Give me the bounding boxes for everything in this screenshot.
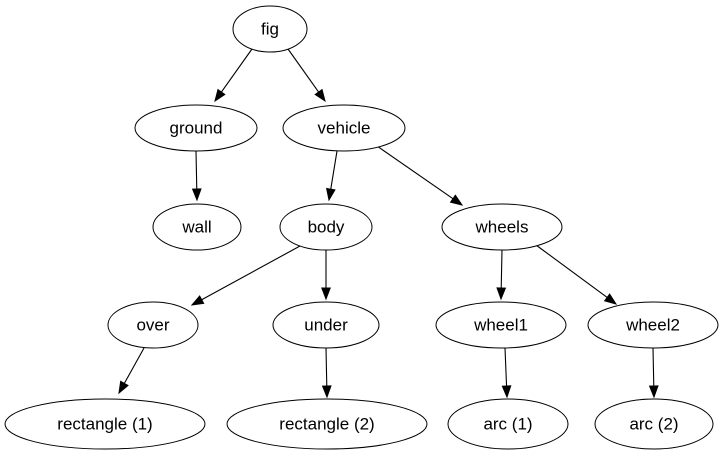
edge-body-to-under [321,250,331,301]
node-wheel2[interactable]: wheel2 [587,301,719,349]
edge-arrowhead [449,194,464,206]
edge-arrowhead [648,385,659,399]
edge-arrowhead [314,88,326,103]
node-vehicle[interactable]: vehicle [282,104,406,152]
edge-arrowhead [496,287,507,301]
node-ellipse-wall[interactable] [152,203,242,251]
edge-line [504,347,508,387]
edge-wheel2-to-arc2 [648,347,659,399]
edge-line [500,249,503,289]
edge-line [325,347,328,387]
edges-layer [118,48,659,399]
edge-wheels-to-wheel1 [496,249,507,301]
node-wall[interactable]: wall [152,203,242,251]
edge-vehicle-to-wheels [376,145,464,206]
node-fig[interactable]: fig [232,5,308,53]
edge-line [201,245,301,301]
edge-line [652,347,655,387]
edge-fig-to-vehicle [287,48,326,103]
edge-body-to-over [190,245,301,306]
node-ellipse-fig[interactable] [232,5,308,53]
node-rectangle2[interactable]: rectangle (2) [226,398,428,450]
edge-ground-to-wall [191,150,202,202]
node-ellipse-wheel2[interactable] [587,301,719,349]
node-ellipse-rectangle1[interactable] [4,398,206,450]
node-ellipse-rectangle2[interactable] [226,398,428,450]
edge-arrowhead [191,188,202,202]
node-under[interactable]: under [272,301,380,349]
node-ellipse-wheel1[interactable] [435,301,567,349]
edge-vehicle-to-body [325,150,338,202]
edge-under-to-rectangle2 [321,347,332,399]
node-ground[interactable]: ground [134,104,258,152]
edge-line [330,150,338,190]
edge-line [287,48,320,93]
edge-arrowhead [190,295,205,306]
edge-arrowhead [603,293,618,305]
edge-over-to-rectangle1 [118,347,145,395]
node-ellipse-body[interactable] [279,203,373,251]
node-ellipse-arc1[interactable] [447,398,569,450]
edge-line [376,145,454,200]
node-wheels[interactable]: wheels [441,203,563,251]
node-ellipse-over[interactable] [107,301,199,349]
edge-arrowhead [325,187,336,202]
nodes-layer: fig ground vehicle wall body wheels over under w… [4,5,719,450]
node-rectangle1[interactable]: rectangle (1) [4,398,206,450]
edge-arrowhead [118,380,129,395]
edge-line [220,48,253,93]
edge-arrowhead [501,385,512,399]
edge-arrowhead [214,88,226,103]
node-ellipse-wheels[interactable] [441,203,563,251]
edge-wheel1-to-arc1 [501,347,512,399]
node-ellipse-vehicle[interactable] [282,104,406,152]
node-arc2[interactable]: arc (2) [594,398,714,450]
node-wheel1[interactable]: wheel1 [435,301,567,349]
edge-line [195,150,198,190]
edge-wheels-to-wheel2 [535,244,618,305]
edge-line [535,244,608,298]
node-ellipse-arc2[interactable] [594,398,714,450]
edge-arrowhead [321,385,332,399]
edge-fig-to-ground [214,48,253,103]
node-ellipse-ground[interactable] [134,104,258,152]
node-arc1[interactable]: arc (1) [447,398,569,450]
node-body[interactable]: body [279,203,373,251]
edge-line [123,347,145,384]
node-ellipse-under[interactable] [272,301,380,349]
node-over[interactable]: over [107,301,199,349]
edge-arrowhead [321,287,331,301]
